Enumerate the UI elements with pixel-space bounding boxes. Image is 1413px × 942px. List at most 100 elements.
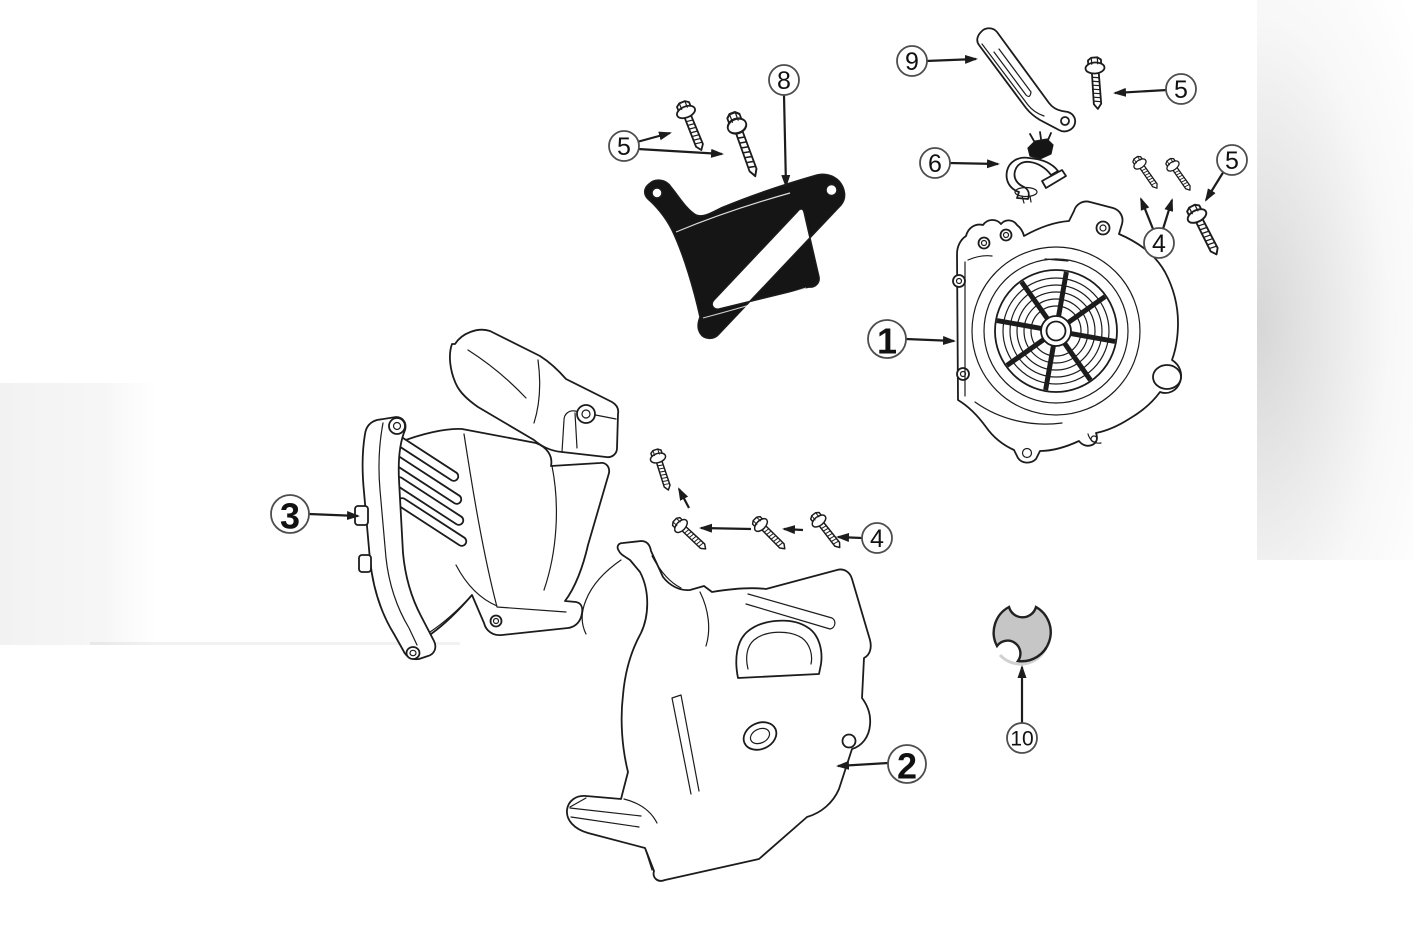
callout-5-right: 5 bbox=[1216, 144, 1248, 176]
panel-channel-lines bbox=[671, 694, 700, 795]
callout-1-label: 1 bbox=[877, 321, 897, 362]
callout-5-label: 5 bbox=[617, 133, 631, 161]
fan-cover-ear-hole-inner bbox=[1099, 224, 1107, 232]
lever-outline bbox=[976, 27, 1077, 133]
flange-bolt bbox=[647, 446, 677, 494]
fan-cover-ear-hole-inner bbox=[1002, 231, 1010, 239]
callout-5-top-center: 5 bbox=[608, 130, 640, 162]
shroud-mount-ear bbox=[576, 404, 596, 424]
shroud-wing-hole bbox=[492, 617, 500, 625]
callout-10: 10 bbox=[1006, 722, 1038, 754]
lower-shroud-part bbox=[566, 540, 872, 882]
callout-arrow bbox=[781, 94, 791, 188]
callout-arrow bbox=[1204, 170, 1225, 202]
callout-4-top-right: 4 bbox=[1143, 227, 1175, 259]
fan-cover-ring-outer bbox=[971, 246, 1141, 416]
fan-cover-detail-lines bbox=[964, 255, 1102, 444]
flange-bolt bbox=[748, 512, 792, 556]
bracket-highlight-line bbox=[675, 192, 791, 233]
shroud-bottom-hole bbox=[409, 649, 417, 657]
cable-clamp-part bbox=[1005, 131, 1067, 204]
callout-8: 8 bbox=[768, 64, 800, 96]
fan-cover-left-boss bbox=[956, 367, 970, 381]
clamp-base bbox=[1014, 186, 1038, 198]
panel-ridge-strip bbox=[745, 593, 836, 630]
fan-grille-spokes bbox=[996, 271, 1116, 391]
callout-arrow bbox=[1139, 197, 1155, 230]
flange-bolt bbox=[672, 97, 712, 155]
callout-4-label: 4 bbox=[870, 525, 884, 553]
flange-bolt bbox=[1162, 155, 1197, 195]
lever-part bbox=[976, 27, 1077, 133]
clamp-stem bbox=[1021, 195, 1032, 204]
panel-detail-curves bbox=[581, 555, 710, 871]
callout-5-label: 5 bbox=[1174, 76, 1188, 104]
clamp-flange bbox=[1041, 169, 1067, 189]
bracket-highlight-line bbox=[702, 287, 807, 319]
callout-arrows bbox=[308, 54, 1225, 770]
fan-cover-left-boss bbox=[952, 274, 966, 288]
shroud-bottom-tab bbox=[405, 646, 421, 660]
fan-cover-ear-hole-inner bbox=[980, 239, 988, 247]
callout-arrow bbox=[308, 511, 360, 521]
callout-arrow bbox=[782, 525, 804, 535]
shroud-face-lines bbox=[429, 433, 567, 633]
callouts: 9 5 6 5 4 8 5 bbox=[270, 45, 1248, 787]
panel-boss-hole bbox=[841, 733, 857, 749]
flange-bolt bbox=[1182, 200, 1227, 260]
flange-bolt bbox=[722, 108, 766, 181]
callout-3-label: 3 bbox=[280, 496, 300, 537]
fan-cover-ear-hole bbox=[977, 236, 991, 250]
fan-grille bbox=[994, 269, 1118, 393]
page-shadow-left bbox=[0, 383, 157, 645]
callout-arrow bbox=[836, 532, 863, 542]
flange-bolt bbox=[806, 508, 847, 554]
shroud-edge-channel bbox=[361, 416, 437, 661]
rubber-cap-part bbox=[992, 605, 1052, 666]
lever-eye-hole bbox=[1060, 116, 1070, 126]
fan-cover-bottom-tab-hole bbox=[1021, 447, 1033, 459]
fan-cover-ear-hole bbox=[1095, 220, 1111, 236]
panel-arch-cutout bbox=[735, 619, 823, 679]
callout-5-label: 5 bbox=[1225, 147, 1239, 175]
callout-arrow bbox=[678, 487, 690, 509]
callout-arrow bbox=[636, 131, 672, 144]
callout-arrow bbox=[637, 147, 724, 158]
callout-arrow bbox=[699, 523, 752, 533]
callout-1: 1 bbox=[867, 319, 907, 362]
callout-9-label: 9 bbox=[905, 48, 919, 76]
callout-arrow bbox=[925, 54, 978, 64]
lever-edge-line bbox=[981, 43, 1045, 117]
bracket-part bbox=[644, 173, 846, 340]
shroud-mount-hole bbox=[581, 409, 591, 419]
fan-cover-side-bulge bbox=[1152, 364, 1182, 390]
callout-3: 3 bbox=[270, 494, 310, 537]
shroud-mount-ear bbox=[388, 417, 406, 435]
callout-arrow bbox=[1113, 87, 1168, 97]
fan-cover-ring-recess bbox=[983, 258, 1129, 404]
bracket-shape bbox=[644, 173, 846, 340]
flange-bolt bbox=[668, 513, 712, 556]
shroud-wing-tab bbox=[489, 614, 503, 628]
callout-2-label: 2 bbox=[897, 746, 917, 787]
callout-2: 2 bbox=[887, 744, 927, 787]
callout-5-top-right: 5 bbox=[1165, 73, 1197, 105]
callout-4-label: 4 bbox=[1152, 230, 1166, 258]
callout-6: 6 bbox=[919, 147, 951, 179]
clamp-wire-ends bbox=[1029, 131, 1052, 142]
callout-9: 9 bbox=[896, 45, 928, 77]
panel-foot-lines bbox=[569, 797, 642, 828]
page-shadow-right bbox=[1257, 0, 1413, 560]
cylinder-shroud-part bbox=[354, 328, 620, 661]
fan-cover-left-boss-hole bbox=[955, 277, 963, 285]
panel-oval-hole bbox=[742, 721, 778, 751]
callout-arrow bbox=[836, 760, 889, 770]
panel-outline bbox=[566, 540, 872, 882]
cap-shape bbox=[992, 605, 1052, 663]
shroud-side-tab bbox=[358, 554, 372, 573]
panel-oval-hole-inner bbox=[749, 727, 771, 745]
callout-arrow bbox=[948, 159, 1000, 169]
callout-8-label: 8 bbox=[777, 67, 791, 95]
